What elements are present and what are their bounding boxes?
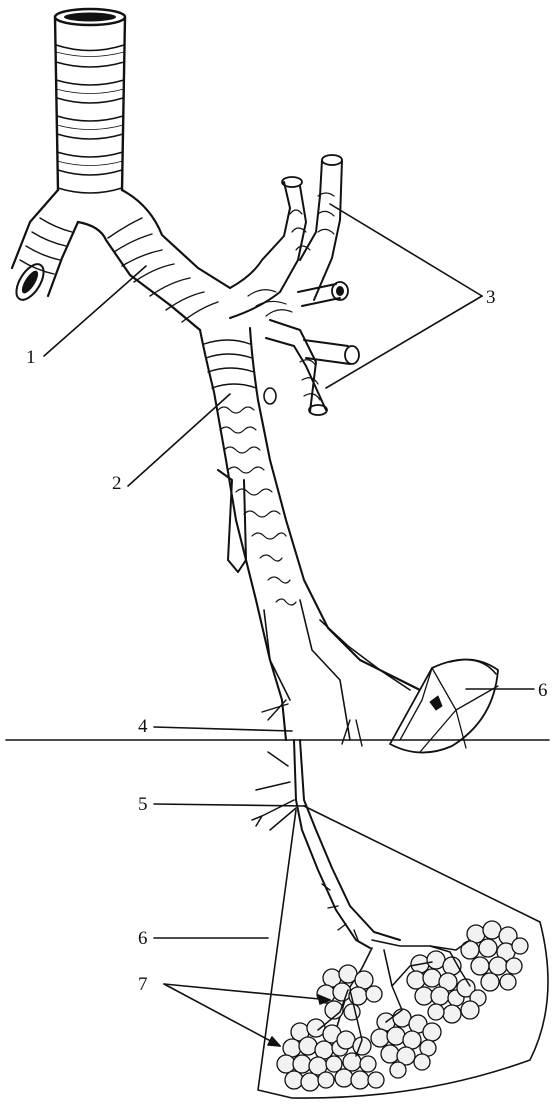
label-1: 1 [26, 348, 36, 367]
leader-3a [330, 204, 482, 296]
leader-4 [154, 727, 292, 731]
leader-2 [128, 394, 230, 486]
leader-5 [154, 804, 306, 806]
label-5: 5 [138, 795, 148, 814]
trachea [55, 9, 125, 193]
label-7: 7 [138, 975, 148, 994]
label-2: 2 [112, 474, 122, 493]
left-stub-bronchus [11, 190, 78, 304]
leader-3b [326, 296, 482, 388]
leader-lines [44, 204, 534, 1046]
upper-bronchi [230, 155, 359, 415]
label-6-upper: 6 [538, 681, 548, 700]
small-lobule [390, 659, 498, 752]
arrowhead-7b [268, 1037, 280, 1046]
leader-1 [44, 266, 146, 356]
lower-bronchus [200, 328, 420, 746]
main-bronchus [78, 190, 230, 330]
label-3: 3 [486, 288, 496, 307]
label-6-lower: 6 [138, 929, 148, 948]
label-4: 4 [138, 717, 148, 736]
